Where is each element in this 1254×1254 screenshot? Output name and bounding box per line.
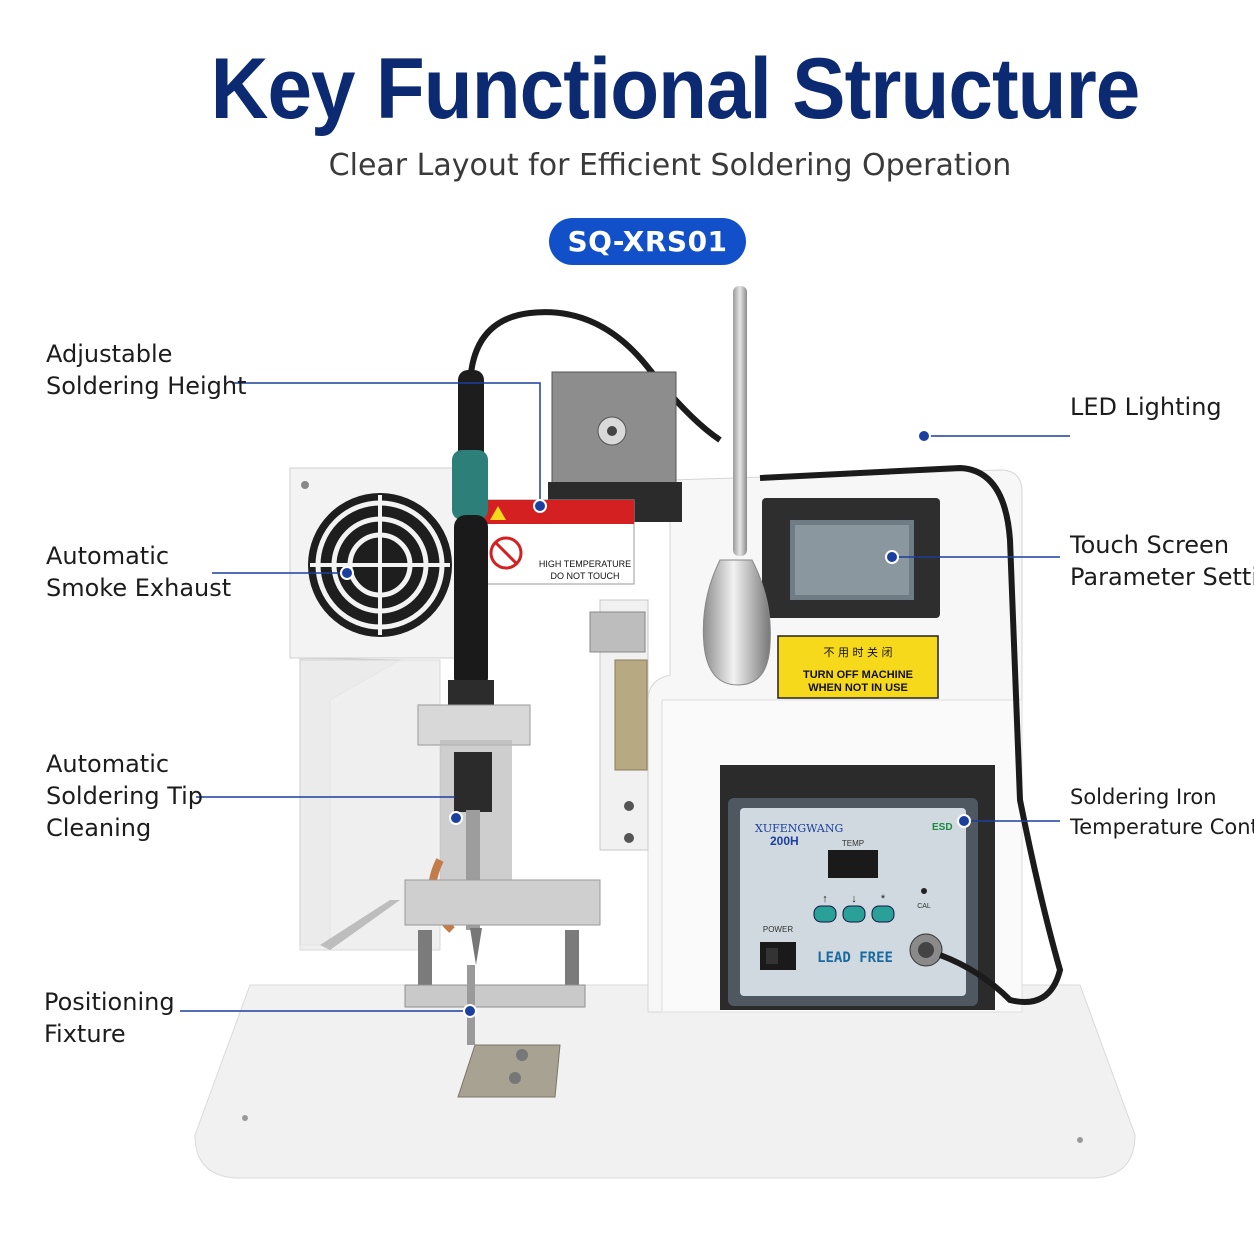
notice-line1: TURN OFF MACHINE	[803, 669, 913, 681]
base-plate	[194, 984, 1136, 1179]
callout-positioning-fixture: Positioning Fixture	[44, 986, 175, 1050]
notice-line2: WHEN NOT IN USE	[808, 682, 908, 694]
notice-cjk: 不 用 时 关 闭	[824, 645, 893, 659]
callout-line: Adjustable	[46, 340, 173, 368]
callout-temperature-controller: Soldering Iron Temperature Controller	[1070, 782, 1254, 842]
page-title: Key Functional Structure	[210, 41, 1141, 137]
dot-height	[533, 499, 547, 513]
dot-fixture	[463, 1004, 477, 1018]
callout-line: Soldering Tip	[46, 782, 204, 810]
page-subtitle: Clear Layout for Efficient Soldering Ope…	[328, 148, 1012, 183]
model-badge: SQ-XRS01	[549, 218, 746, 265]
vertical-rail	[589, 599, 649, 851]
controller-leadfree: LEAD FREE	[817, 950, 893, 966]
callout-lines	[180, 382, 1070, 1012]
led-lamp	[702, 286, 771, 686]
dot-touch	[885, 550, 899, 564]
callout-smoke-exhaust: Automatic Smoke Exhaust	[46, 540, 231, 604]
leader-height	[234, 382, 541, 503]
svg-text:*: *	[881, 893, 886, 905]
warning-label: HIGH TEMPERATURE DO NOT TOUCH	[473, 499, 635, 585]
callout-line: Smoke Exhaust	[46, 574, 232, 602]
controller-model: 200H	[770, 834, 799, 848]
controller-cal: CAL	[917, 903, 931, 910]
svg-text:↑: ↑	[822, 893, 828, 905]
controller-temp: TEMP	[842, 839, 864, 848]
iron-cable	[759, 464, 1064, 1005]
temperature-controller: XUFENGWANG 200H ESD TEMP ↑ ↓ * CAL POWER…	[728, 798, 978, 1006]
callout-line: Soldering Iron	[1070, 785, 1217, 809]
callout-line: LED Lighting	[1070, 393, 1222, 421]
callout-led-lighting: LED Lighting	[1070, 391, 1222, 423]
callout-line: Cleaning	[46, 814, 152, 842]
callout-adjustable-height: Adjustable Soldering Height	[46, 338, 247, 402]
dot-led	[917, 429, 931, 443]
callout-dots	[340, 429, 971, 1018]
callout-tip-cleaning: Automatic Soldering Tip Cleaning	[46, 748, 203, 844]
svg-text:↓: ↓	[851, 893, 857, 905]
dot-controller	[957, 814, 971, 828]
callout-line: Temperature Controller	[1070, 815, 1254, 839]
callout-line: Automatic	[46, 750, 170, 778]
callout-line: Parameter Setting	[1070, 563, 1254, 591]
callout-line: Touch Screen	[1070, 531, 1230, 559]
callout-line: Positioning	[44, 988, 175, 1016]
positioning-fixture	[404, 879, 601, 1098]
stepper-motor	[548, 371, 682, 522]
callout-touch-screen: Touch Screen Parameter Setting	[1070, 529, 1254, 593]
controller-brand: XUFENGWANG	[755, 822, 843, 835]
callout-line: Fixture	[44, 1020, 126, 1048]
warning-bottom: DO NOT TOUCH	[550, 571, 619, 581]
callout-line: Soldering Height	[46, 372, 247, 400]
controller-esd: ESD	[932, 822, 953, 833]
callout-line: Automatic	[46, 542, 170, 570]
controller-power: POWER	[763, 925, 793, 934]
dot-cleaning	[449, 811, 463, 825]
top-cable	[467, 309, 722, 443]
notice-sticker: 不 用 时 关 闭 TURN OFF MACHINE WHEN NOT IN U…	[777, 635, 939, 699]
dot-smoke	[340, 566, 354, 580]
soldering-iron	[417, 370, 531, 965]
exhaust-fan	[308, 493, 452, 637]
warning-top: HIGH TEMPERATURE	[539, 559, 631, 569]
touch-screen	[762, 498, 940, 618]
